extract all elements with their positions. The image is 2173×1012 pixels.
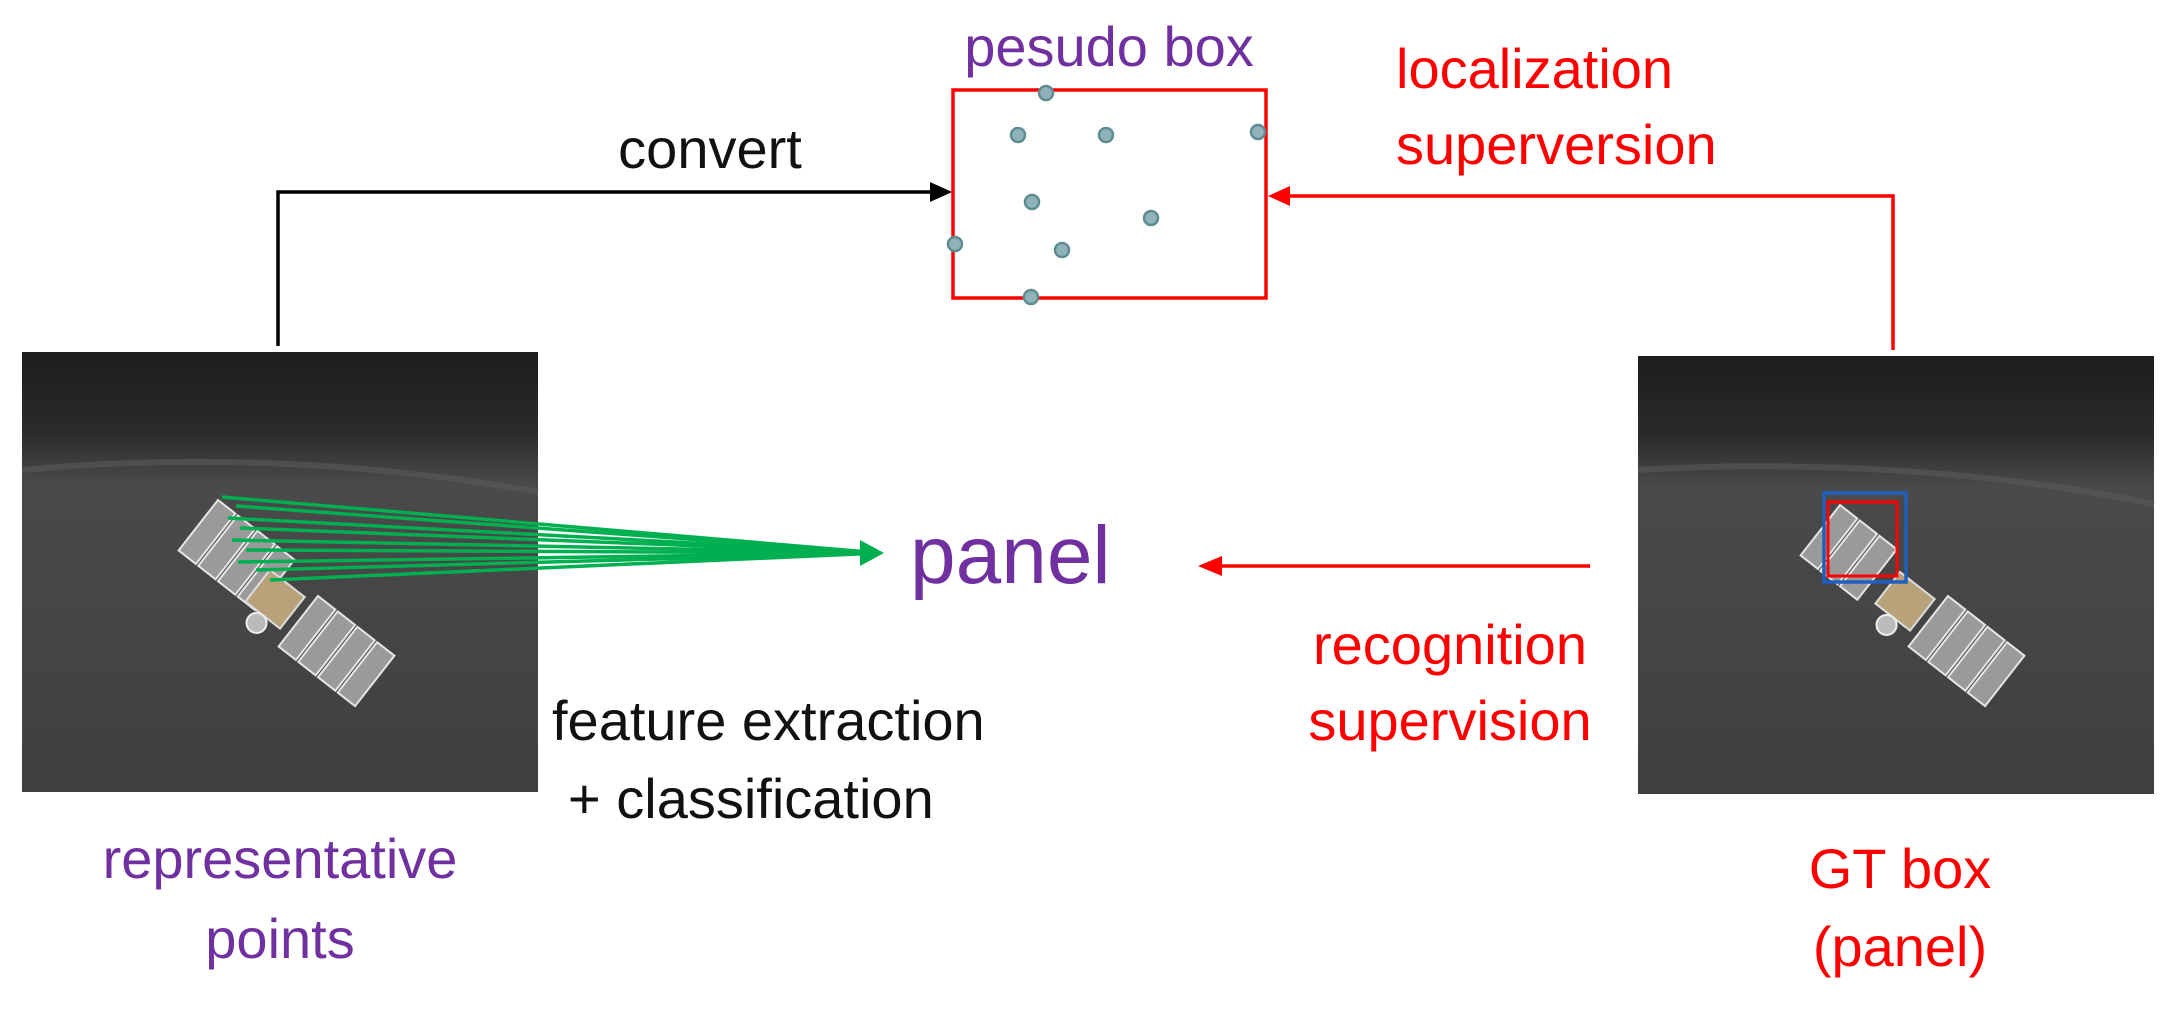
satellite-icon-right bbox=[1799, 503, 2026, 708]
pseudo-box-points bbox=[946, 84, 1267, 306]
panel-class-label: panel bbox=[910, 510, 1111, 601]
gt-box-label-line2: (panel) bbox=[1812, 915, 1988, 978]
representative-points-label-line1: representative bbox=[102, 827, 458, 890]
pseudo-box-label: pesudo box bbox=[964, 15, 1254, 78]
gt-box-label-line1: GT box bbox=[1808, 837, 1992, 900]
right-satellite-image bbox=[1637, 356, 2155, 794]
gt-box-blue bbox=[1822, 491, 1908, 584]
gt-box-red bbox=[1826, 500, 1899, 578]
recognition-label-line1: recognition bbox=[1313, 613, 1587, 676]
localization-label-line1: localization bbox=[1396, 37, 1674, 100]
feature-arrow-head bbox=[860, 540, 884, 566]
recognition-arrow bbox=[1198, 556, 1590, 576]
recognition-label-line2: supervision bbox=[1308, 689, 1592, 752]
localization-arrow bbox=[1268, 186, 1895, 350]
localization-label-line2: superversion bbox=[1396, 113, 1717, 176]
satellite-icon bbox=[177, 498, 396, 708]
pseudo-box bbox=[946, 84, 1268, 306]
convert-label: convert bbox=[618, 117, 802, 180]
feature-extraction-label-line2: + classification bbox=[568, 767, 934, 830]
representative-points-label-line2: points bbox=[205, 907, 355, 970]
feature-extraction-label-line1: feature extraction bbox=[552, 689, 985, 752]
convert-arrow bbox=[276, 182, 952, 346]
feature-lines bbox=[221, 495, 881, 582]
